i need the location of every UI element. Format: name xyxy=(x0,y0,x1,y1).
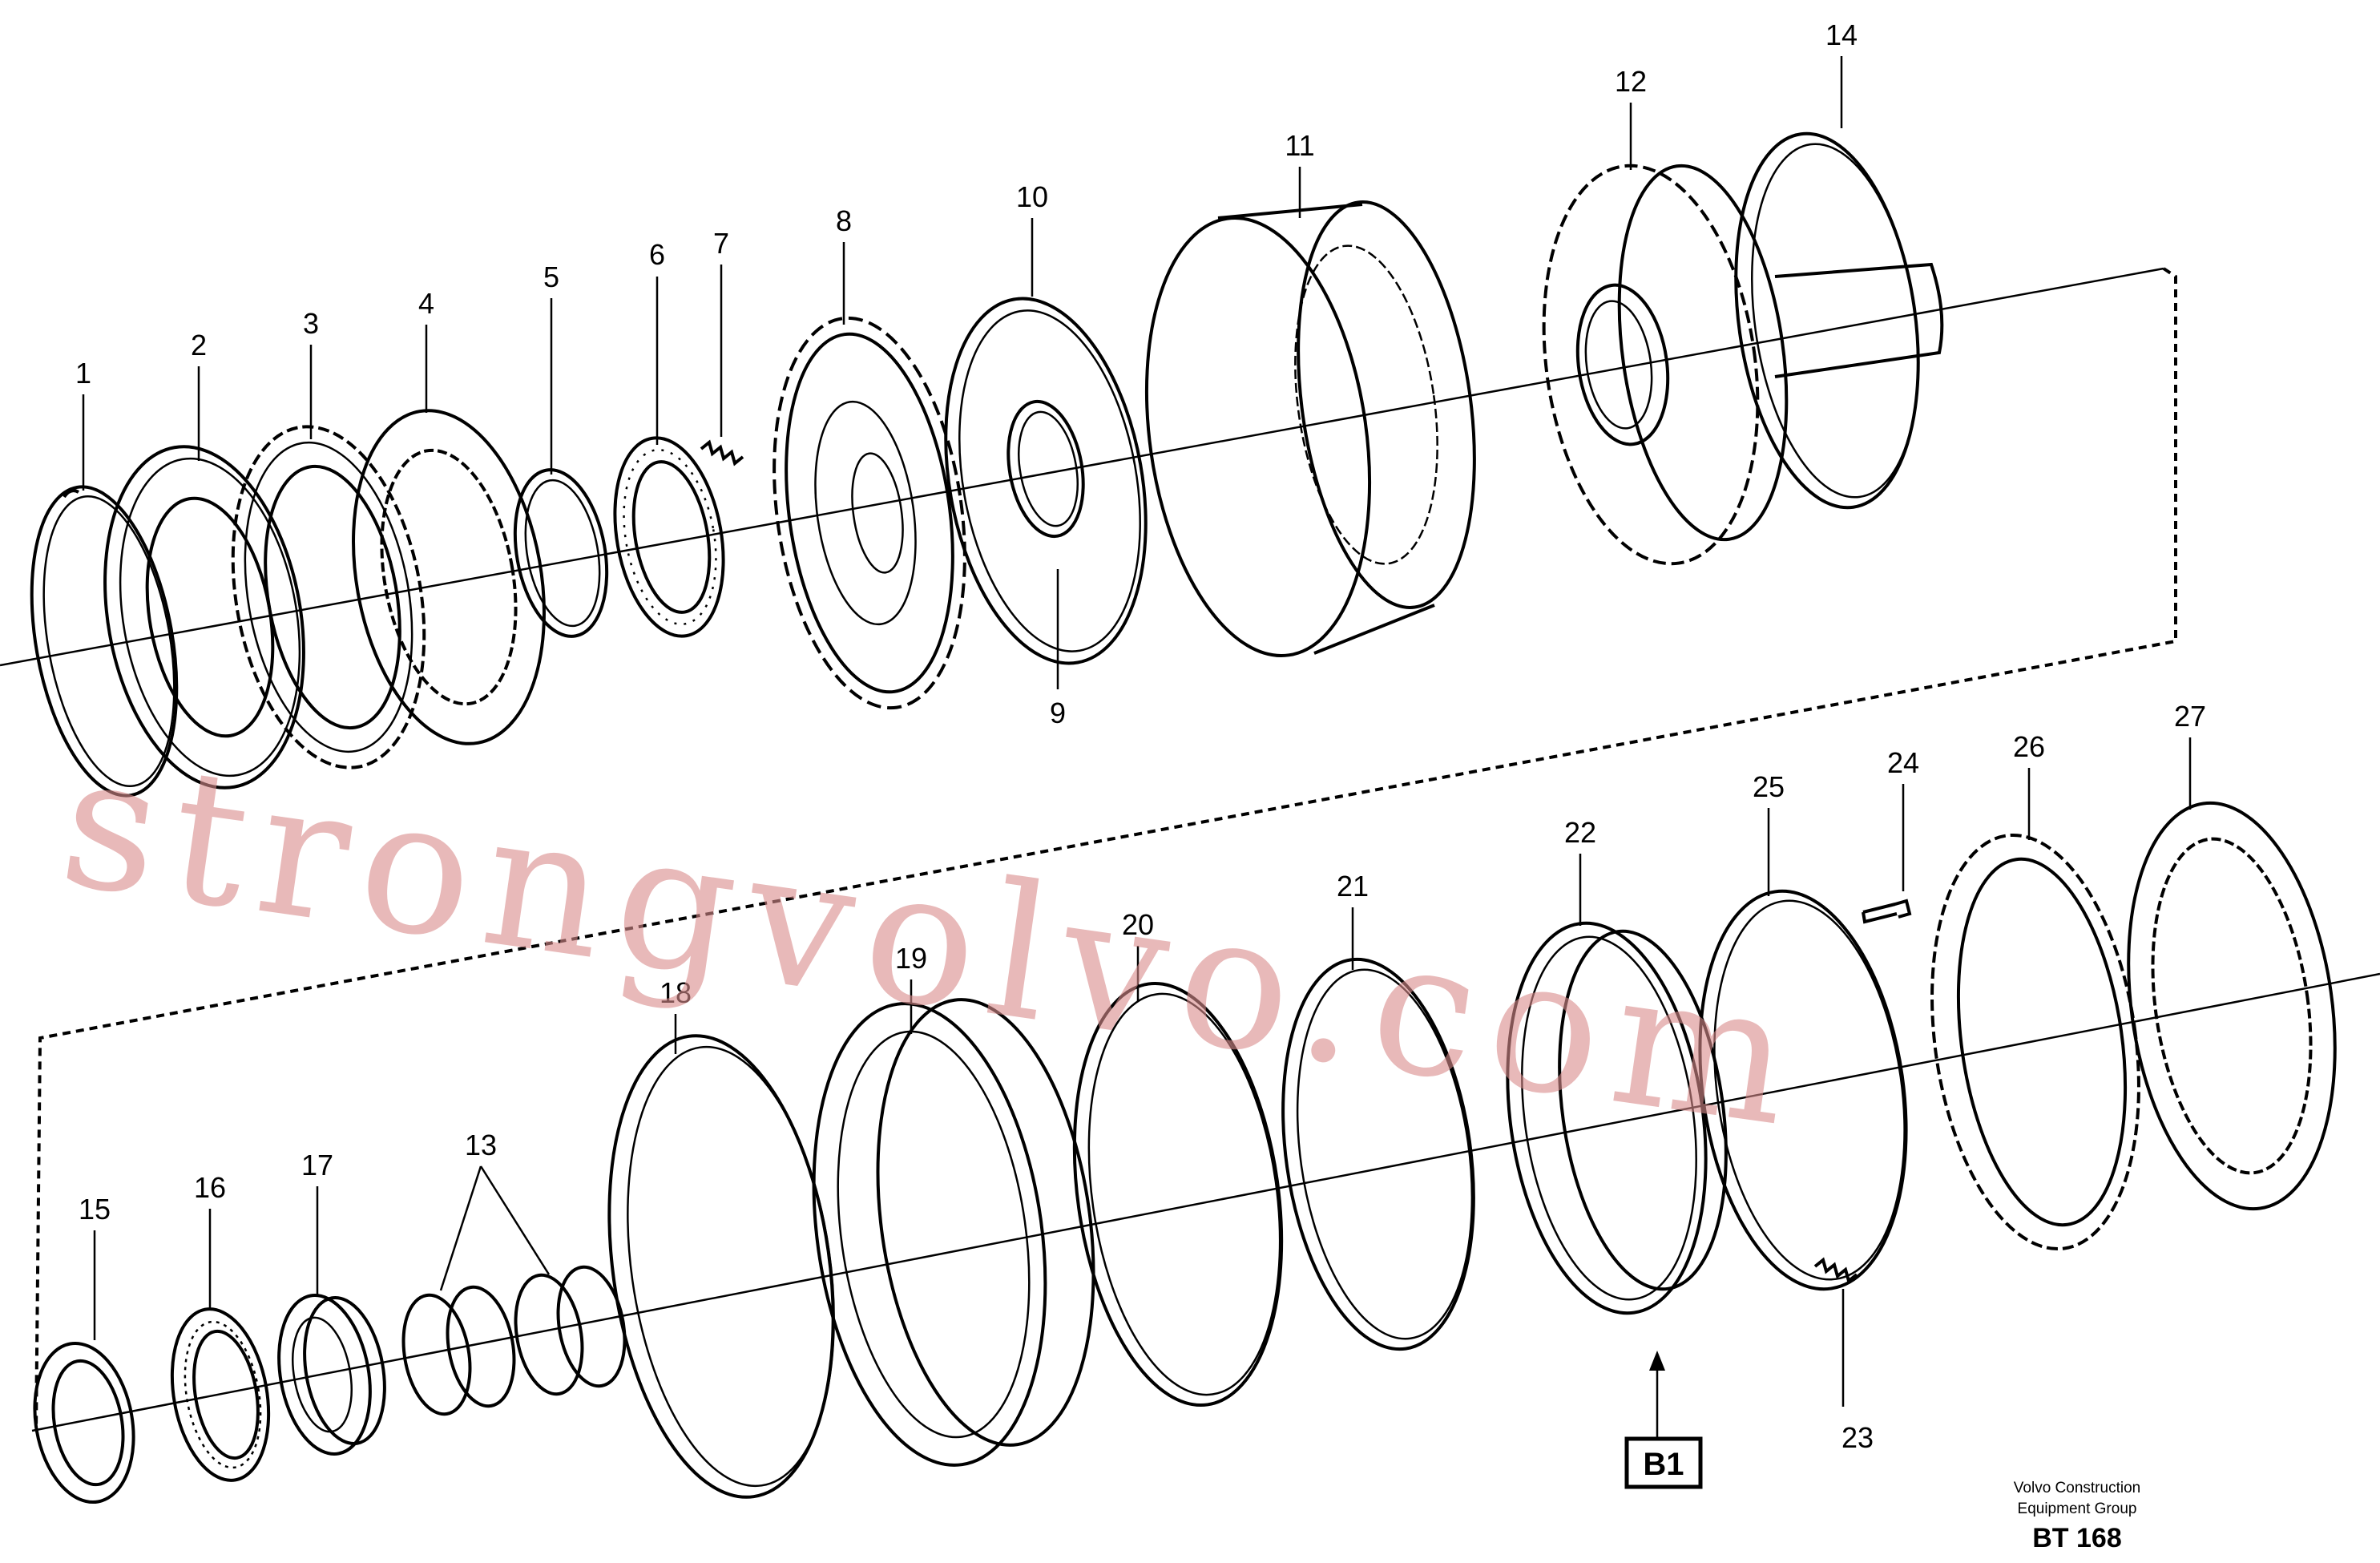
part-27-friction-disc xyxy=(2127,801,2337,1211)
watermark-text: strongvolvo.com xyxy=(50,713,1817,1169)
callout-22: 22 xyxy=(1564,816,1596,849)
callout-12: 12 xyxy=(1615,65,1647,98)
callout-11: 11 xyxy=(1285,129,1314,162)
callout-4: 4 xyxy=(418,287,434,320)
callout-6: 6 xyxy=(649,238,665,271)
callout-21: 21 xyxy=(1337,870,1369,903)
part-9-ring xyxy=(1006,399,1085,539)
part-17-bearing-race xyxy=(277,1294,386,1456)
reference-box-label: B1 xyxy=(1643,1447,1684,1482)
callout-13: 13 xyxy=(465,1129,497,1161)
part-20-seal-ring xyxy=(1072,982,1284,1407)
leader-lines xyxy=(82,56,2192,1439)
callout-26: 26 xyxy=(2013,730,2045,763)
footer-line-1: Volvo Construction xyxy=(2014,1480,2140,1496)
callout-8: 8 xyxy=(836,204,852,237)
callout-18: 18 xyxy=(660,976,692,1009)
callout-27: 27 xyxy=(2174,700,2206,733)
callout-19: 19 xyxy=(895,942,927,975)
callout-23: 23 xyxy=(1841,1421,1874,1454)
part-11-ring-gear xyxy=(1144,200,1476,657)
callout-9: 9 xyxy=(1050,697,1066,729)
part-10-thrust-plate xyxy=(944,297,1148,665)
drawing-code: BT 168 xyxy=(2032,1523,2122,1553)
lower-axis xyxy=(31,972,2380,1432)
part-24-bolt xyxy=(1862,899,1912,924)
callout-14: 14 xyxy=(1825,18,1858,51)
callout-2: 2 xyxy=(191,329,207,361)
callout-20: 20 xyxy=(1122,908,1154,941)
part-3-clutch-plate xyxy=(231,425,426,769)
callout-15: 15 xyxy=(79,1193,111,1226)
callout-24: 24 xyxy=(1887,746,1919,779)
reference-box-b1: B1 xyxy=(1624,1436,1703,1489)
callout-10: 10 xyxy=(1016,180,1048,213)
callout-16: 16 xyxy=(194,1171,226,1204)
part-1-snap-ring xyxy=(30,485,179,798)
part-5-o-ring xyxy=(513,468,609,638)
callout-labels: 1 2 3 4 5 6 7 8 9 10 11 12 14 15 16 17 1… xyxy=(75,18,2206,1454)
callout-17: 17 xyxy=(301,1149,333,1181)
part-21-seal-ring xyxy=(1281,957,1475,1351)
callout-3: 3 xyxy=(303,307,319,340)
part-19-piston xyxy=(812,998,1095,1467)
part-14-snap-ring xyxy=(1734,131,1920,510)
part-26-clutch-plate xyxy=(1930,833,2140,1251)
callout-1: 1 xyxy=(75,357,91,390)
part-15-seal xyxy=(33,1341,135,1504)
callout-7: 7 xyxy=(713,227,729,260)
part-16-needle-bearing xyxy=(170,1307,271,1482)
footer-line-2: Equipment Group xyxy=(2018,1500,2137,1517)
callout-5: 5 xyxy=(543,260,559,293)
part-13-bushing-b xyxy=(514,1265,627,1396)
part-8-gear-carrier xyxy=(772,316,966,710)
part-4-inner-toothed-disc xyxy=(352,409,546,745)
part-23-spring xyxy=(1813,1257,1858,1284)
part-7-spring xyxy=(700,439,744,466)
part-12-gear-shaft xyxy=(1542,164,1944,566)
part-13-bushing-a xyxy=(401,1285,516,1416)
callout-25: 25 xyxy=(1753,770,1785,803)
part-25-spring-plate xyxy=(1698,889,1908,1291)
part-18-snap-ring xyxy=(607,1034,835,1499)
part-6-thrust-washer xyxy=(613,436,725,638)
footer: Volvo Construction Equipment Group BT 16… xyxy=(2014,1480,2140,1553)
